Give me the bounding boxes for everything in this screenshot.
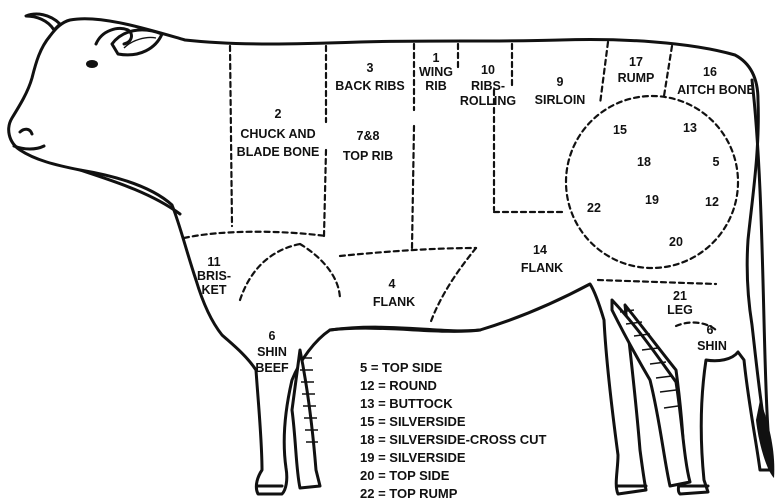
cut-11-number: 11	[207, 255, 220, 269]
legend-item: 5 = TOP SIDE	[360, 360, 443, 375]
cut-11-line1: BRIS-	[197, 269, 231, 283]
round-19: 19	[645, 193, 659, 207]
cut-3-line1: BACK RIBS	[335, 79, 404, 93]
round-18: 18	[637, 155, 651, 169]
cut-6-front-number: 6	[269, 329, 276, 343]
legend: 5 = TOP SIDE 12 = ROUND 13 = BUTTOCK 15 …	[360, 360, 547, 501]
round-5: 5	[713, 155, 720, 169]
legend-item: 22 = TOP RUMP	[360, 486, 458, 501]
legend-item: 13 = BUTTOCK	[360, 396, 453, 411]
cut-17-number: 17	[629, 55, 643, 69]
cut-7-8-line1: TOP RIB	[343, 149, 393, 163]
cut-16-number: 16	[703, 65, 717, 79]
cut-1-line1: WING	[419, 65, 453, 79]
round-20: 20	[669, 235, 683, 249]
cut-16-line1: AITCH BONE	[677, 83, 755, 97]
cut-14-line1: FLANK	[521, 261, 563, 275]
cut-10-line1: RIBS-	[471, 79, 505, 93]
legend-item: 15 = SILVERSIDE	[360, 414, 466, 429]
round-15: 15	[613, 123, 627, 137]
legend-item: 18 = SILVERSIDE-CROSS CUT	[360, 432, 547, 447]
round-22: 22	[587, 201, 601, 215]
cut-21-line1: LEG	[667, 303, 693, 317]
cut-6-back-number: 6	[707, 323, 714, 337]
cut-3-number: 3	[367, 61, 374, 75]
legend-item: 20 = TOP SIDE	[360, 468, 450, 483]
cut-17-line1: RUMP	[618, 71, 655, 85]
horn	[26, 14, 60, 30]
cut-2-number: 2	[275, 107, 282, 121]
cut-6-front-line1: SHIN	[257, 345, 287, 359]
eye	[86, 60, 98, 68]
legend-item: 12 = ROUND	[360, 378, 437, 393]
legend-item: 19 = SILVERSIDE	[360, 450, 466, 465]
round-13: 13	[683, 121, 697, 135]
cut-11-line2: KET	[202, 283, 227, 297]
cut-14-number: 14	[533, 243, 547, 257]
cut-4-number: 4	[389, 277, 396, 291]
cut-9-line1: SIRLOIN	[535, 93, 586, 107]
cut-2-line1: CHUCK AND	[240, 127, 315, 141]
cut-6-back-line1: SHIN	[697, 339, 727, 353]
cut-10-line2: ROLLING	[460, 94, 516, 108]
cut-1-number: 1	[433, 51, 440, 65]
cut-2-line2: BLADE BONE	[237, 145, 320, 159]
cut-6-front-line2: BEEF	[255, 361, 289, 375]
cut-1-line2: RIB	[425, 79, 447, 93]
cut-7-8-number: 7&8	[357, 129, 380, 143]
cut-10-number: 10	[481, 63, 495, 77]
cut-4-line1: FLANK	[373, 295, 415, 309]
round-12: 12	[705, 195, 719, 209]
cut-21-number: 21	[673, 289, 687, 303]
cut-9-number: 9	[557, 75, 564, 89]
